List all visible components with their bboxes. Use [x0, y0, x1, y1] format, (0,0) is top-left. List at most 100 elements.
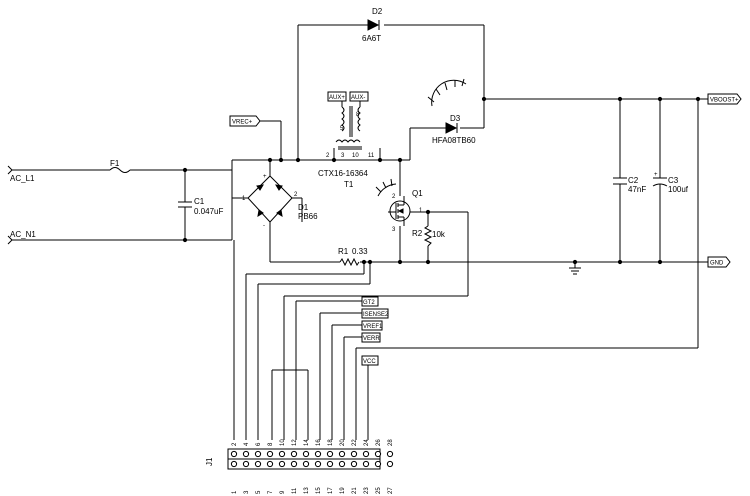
ac-n1-arrow-icon	[7, 235, 13, 245]
svg-text:10: 10	[352, 153, 359, 159]
svg-text:CTX16-16364: CTX16-16364	[318, 169, 368, 178]
transformer-t1: 5 8 2 3 10 11 CTX16-16364 T1	[318, 98, 375, 189]
resistor-r1: R1 0.33	[338, 247, 368, 267]
svg-text:VERR: VERR	[363, 336, 380, 342]
connector-pin-label-16: 16	[316, 439, 322, 446]
svg-text:F1: F1	[110, 159, 120, 168]
connector-pin-label-25: 25	[376, 487, 382, 494]
connector-pin-label-27: 27	[388, 487, 394, 494]
svg-text:1: 1	[242, 196, 246, 202]
svg-text:10k: 10k	[432, 230, 446, 239]
connector-pin-25	[374, 460, 382, 468]
connector-pin-15	[314, 460, 322, 468]
connector-pin-label-21: 21	[352, 487, 358, 494]
vref1-net-tag: VREF1	[361, 320, 383, 331]
ac-n1-label: AC_N1	[10, 230, 36, 239]
svg-text:0.33: 0.33	[352, 247, 368, 256]
svg-text:R1: R1	[338, 247, 349, 256]
svg-text:VCC: VCC	[363, 359, 376, 365]
capacitor-c1: C1 0.047uF	[178, 197, 223, 216]
connector-pin-label-20: 20	[340, 439, 346, 446]
capacitor-c2: C2 47nF	[613, 176, 646, 194]
svg-text:100uf: 100uf	[668, 185, 689, 194]
svg-text:2: 2	[326, 153, 330, 159]
connector-pin-2	[230, 450, 238, 458]
mosfet-q1: Q1 2 1 3	[375, 178, 423, 233]
connector-pin-label-6: 6	[256, 442, 262, 446]
svg-text:1: 1	[419, 208, 423, 214]
connector-pin-27	[386, 460, 394, 468]
svg-text:VREC+: VREC+	[232, 120, 253, 126]
verr-net-tag: VERR	[361, 332, 381, 343]
svg-text:3: 3	[341, 153, 345, 159]
vrec-net-tag: VREC+	[229, 115, 261, 127]
svg-text:D1: D1	[298, 203, 309, 212]
connector-pin-3	[242, 460, 250, 468]
connector-pin-label-23: 23	[364, 487, 370, 494]
connector-pin-17	[326, 460, 334, 468]
connector-pin-7	[266, 460, 274, 468]
svg-text:6A6T: 6A6T	[362, 34, 381, 43]
svg-text:5: 5	[340, 126, 344, 132]
connector-pin-12	[290, 450, 298, 458]
svg-text:T1: T1	[344, 180, 354, 189]
connector-pin-11	[290, 460, 298, 468]
svg-text:ISENSE2: ISENSE2	[363, 312, 389, 318]
connector-pin-label-22: 22	[352, 439, 358, 446]
svg-text:C3: C3	[668, 176, 679, 185]
connector-pin-label-17: 17	[328, 487, 334, 494]
svg-text:HFA08TB60: HFA08TB60	[432, 136, 476, 145]
connector-pin-5	[254, 460, 262, 468]
connector-pin-label-14: 14	[304, 439, 310, 446]
connector-pin-28	[386, 450, 394, 458]
connector-pin-label-3: 3	[244, 490, 250, 494]
svg-text:D2: D2	[372, 7, 383, 16]
svg-text:C1: C1	[194, 197, 205, 206]
connector-pin-18	[326, 450, 334, 458]
bridge-rectifier-d1: + 1 2 - D1 PB66	[242, 174, 318, 229]
connector-pin-9	[278, 460, 286, 468]
ground-icon	[569, 267, 581, 275]
capacitor-c3: + C3 100uf	[652, 172, 689, 194]
connector-pin-label-9: 9	[280, 490, 286, 494]
connector-pin-13	[302, 460, 310, 468]
svg-text:47nF: 47nF	[628, 185, 646, 194]
wires	[12, 24, 708, 440]
connector-pin-24	[362, 450, 370, 458]
svg-text:0.047uF: 0.047uF	[194, 207, 223, 216]
connector-pin-label-1: 1	[232, 490, 238, 494]
connector-pin-22	[350, 450, 358, 458]
svg-text:GT2: GT2	[363, 300, 375, 306]
svg-text:VBOOST+: VBOOST+	[710, 98, 739, 104]
connector-pin-6	[254, 450, 262, 458]
vboost-net-tag: VBOOST+	[707, 93, 742, 105]
gnd-net-tag: GND	[707, 256, 731, 268]
junction-dots	[182, 96, 701, 265]
connector-pin-4	[242, 450, 250, 458]
svg-text:D3: D3	[450, 114, 461, 123]
connector-pin-14	[302, 450, 310, 458]
isense2-net-tag: ISENSE2	[361, 308, 389, 319]
svg-text:J1: J1	[205, 457, 214, 466]
svg-text:-: -	[263, 223, 265, 229]
fuse-f1: F1	[109, 159, 131, 173]
svg-text:2: 2	[294, 192, 298, 198]
connector-pin-label-18: 18	[328, 439, 334, 446]
connector-pin-label-13: 13	[304, 487, 310, 494]
diode-d2: D2 6A6T	[362, 7, 383, 43]
vcc-net-tag: VCC	[361, 355, 379, 366]
svg-text:GND: GND	[710, 261, 724, 267]
ac-l1-label: AC_L1	[10, 174, 35, 183]
connector-pin-label-19: 19	[340, 487, 346, 494]
resistor-r2: R2 10k	[412, 225, 446, 247]
connector-pin-1	[230, 460, 238, 468]
connector-pin-label-28: 28	[388, 439, 394, 446]
svg-text:+: +	[654, 172, 658, 178]
connector-pin-label-26: 26	[376, 439, 382, 446]
aux-minus-net-tag: AUX-	[349, 91, 369, 102]
connector-pin-10	[278, 450, 286, 458]
connector-pin-label-15: 15	[316, 487, 322, 494]
svg-text:R2: R2	[412, 229, 423, 238]
